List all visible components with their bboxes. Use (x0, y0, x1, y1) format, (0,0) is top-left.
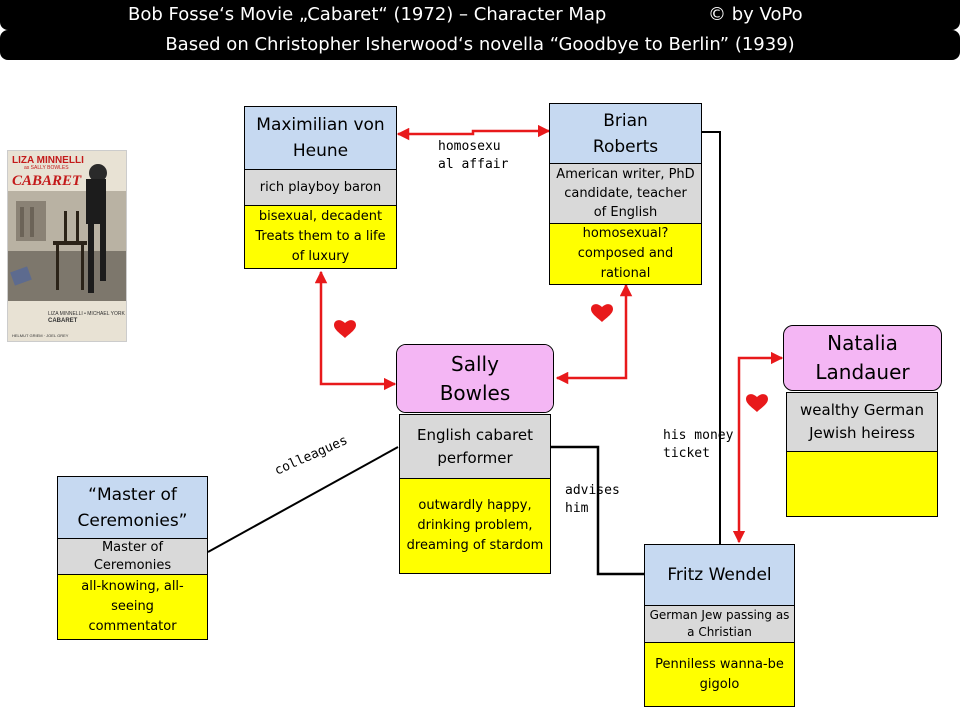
character-name: “Master of Ceremonies” (58, 477, 207, 538)
line-mc-sally (207, 446, 399, 553)
character-name: Sally Bowles (397, 345, 553, 412)
movie-poster-image: LIZA MINNELLI as SALLY BOWLES CABARET LI… (7, 150, 127, 342)
header-subtitle-bar: Based on Christopher Isherwood‘s novella… (0, 30, 960, 60)
character-card-master-of-ceremonies: “Master of Ceremonies” Master of Ceremon… (57, 476, 208, 640)
relation-label-money-ticket: his money ticket (663, 428, 734, 461)
character-traits: Penniless wanna-be gigolo (645, 642, 794, 706)
character-role: rich playboy baron (245, 169, 396, 205)
poster-title: CABARET (12, 173, 82, 189)
copyright-label: © by VoPo (708, 4, 803, 25)
line-brian-fritz (702, 131, 721, 545)
character-card-maximilian: Maximilian von Heune rich playboy baron … (244, 106, 397, 269)
character-role: American writer, PhD candidate, teacher … (550, 163, 701, 223)
character-traits: outwardly happy, drinking problem, dream… (400, 478, 550, 573)
character-traits: homosexual? composed and rational (550, 223, 701, 284)
character-traits: all-knowing, all-seeing commentator (58, 574, 207, 639)
arrow-max-brian (396, 124, 551, 141)
poster-credits-cast: HELMUT GRIEM · JOEL GREY (12, 333, 69, 338)
line-sally-fritz (551, 445, 644, 576)
relation-label-max-brian: homosexu al affair (438, 139, 509, 172)
character-traits: bisexual, decadent Treats them to a life… (245, 205, 396, 268)
arrow-fritz-natalia (732, 351, 784, 544)
character-traits (787, 451, 937, 516)
heart-icon (591, 304, 613, 322)
arrow-brian-sally (555, 283, 633, 385)
poster-star-name: LIZA MINNELLI (12, 155, 84, 166)
character-role: English cabaret performer (400, 415, 550, 478)
character-role: Master of Ceremonies (58, 538, 207, 574)
character-name: Maximilian von Heune (245, 107, 396, 169)
character-name: Brian Roberts (550, 104, 701, 164)
character-card-brian: Brian Roberts American writer, PhD candi… (549, 103, 702, 285)
character-role: German Jew passing as a Christian (645, 605, 794, 642)
heart-icon (334, 320, 356, 338)
poster-role: as SALLY BOWLES (24, 165, 69, 171)
character-role: wealthy German Jewish heiress (787, 393, 937, 451)
character-name: Fritz Wendel (645, 545, 794, 605)
poster-credits: LIZA MINNELLI • MICHAEL YORK (48, 311, 125, 317)
character-name: Natalia Landauer (784, 326, 941, 390)
header-title-bar: Bob Fosse‘s Movie „Cabaret“ (1972) – Cha… (0, 0, 960, 30)
character-card-fritz: Fritz Wendel German Jew passing as a Chr… (644, 544, 795, 707)
character-card-sally: Sally Bowles (396, 344, 554, 413)
character-details-natalia: wealthy German Jewish heiress (786, 392, 938, 517)
poster-credits-title: CABARET (48, 318, 78, 324)
character-card-natalia: Natalia Landauer (783, 325, 942, 391)
poster-illustration (8, 164, 126, 301)
heart-icon (746, 394, 768, 412)
page-subtitle: Based on Christopher Isherwood‘s novella… (165, 34, 795, 55)
character-details-sally: English cabaret performer outwardly happ… (399, 414, 551, 574)
page-title: Bob Fosse‘s Movie „Cabaret“ (1972) – Cha… (128, 4, 607, 25)
arrow-max-sally (314, 270, 397, 391)
relation-label-advises: advises him (565, 483, 620, 516)
